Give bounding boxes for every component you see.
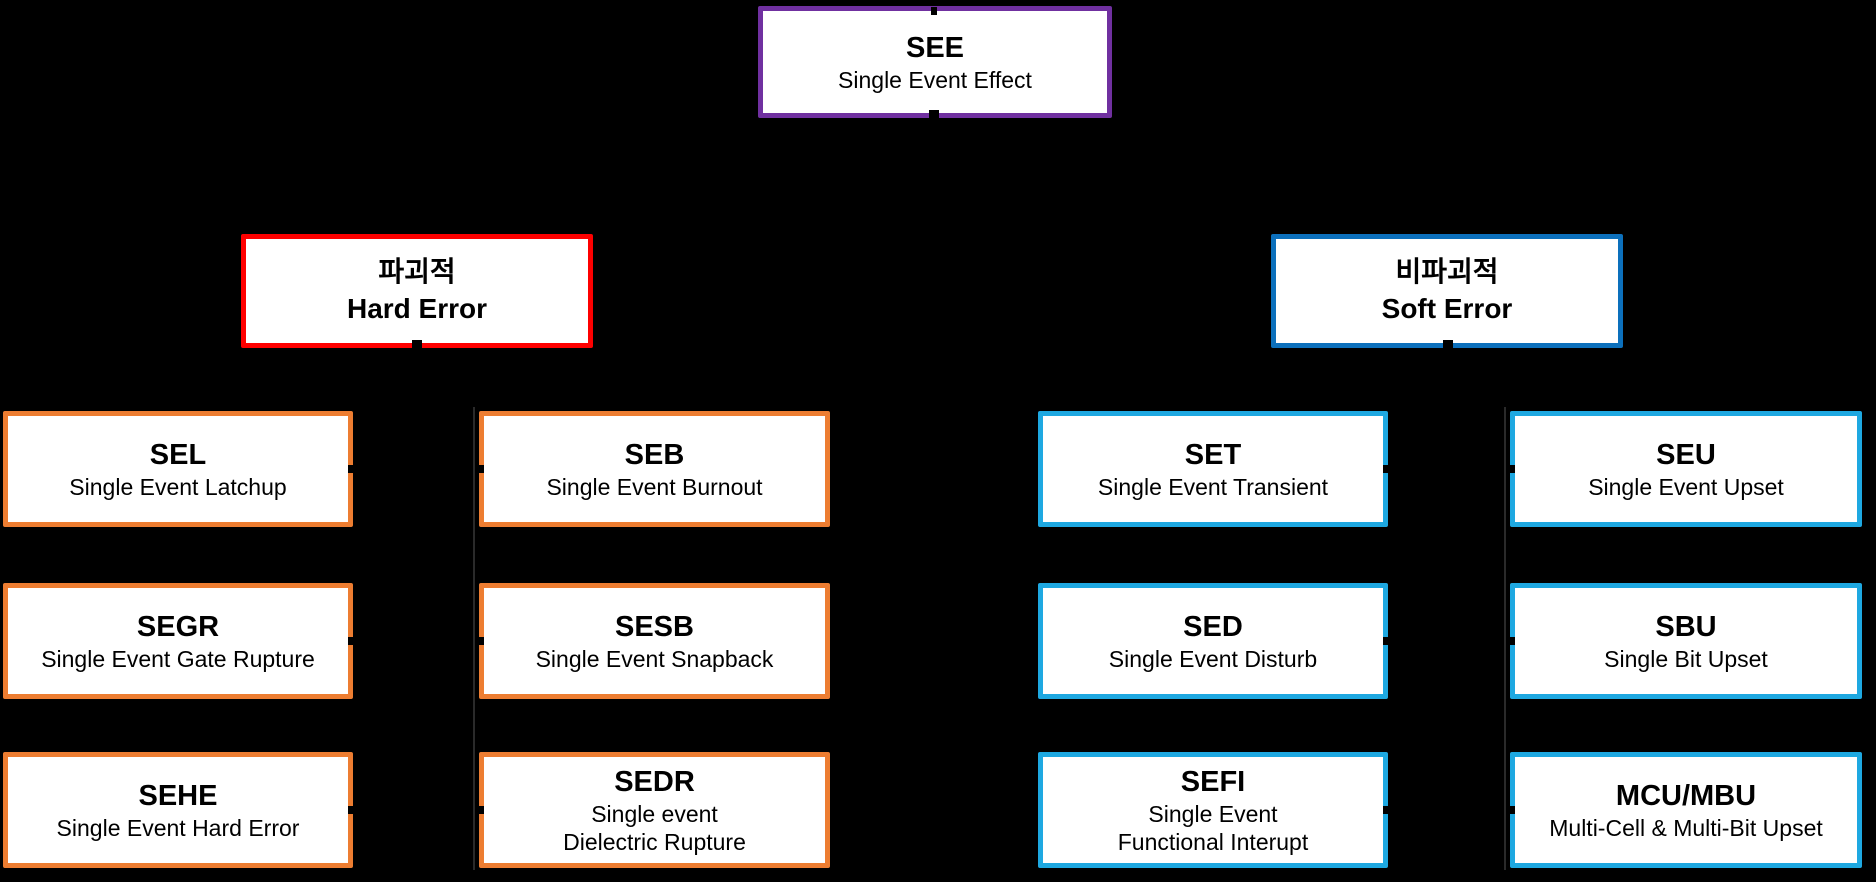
connector-trunk-line bbox=[473, 407, 475, 870]
node-sefi-subtitle-line2: Functional Interupt bbox=[1117, 829, 1309, 856]
node-sehe-title: SEHE bbox=[138, 779, 218, 812]
node-sedr-subtitle-line2: Dielectric Rupture bbox=[563, 829, 746, 856]
connector-stub bbox=[348, 465, 357, 473]
connector-stub bbox=[1506, 465, 1515, 473]
connector-stub bbox=[1383, 806, 1392, 814]
connector-stub bbox=[1383, 465, 1392, 473]
node-seb-subtitle: Single Event Burnout bbox=[546, 474, 763, 501]
node-mcu-mbu: MCU/MBU Multi-Cell & Multi-Bit Upset bbox=[1510, 752, 1862, 868]
node-sesb-subtitle: Single Event Snapback bbox=[535, 646, 774, 673]
node-sesb-title: SESB bbox=[615, 610, 694, 643]
node-sefi-title: SEFI bbox=[1180, 765, 1246, 798]
connector-stub bbox=[475, 637, 484, 645]
node-sehe-subtitle: Single Event Hard Error bbox=[56, 815, 300, 842]
connector-stub bbox=[475, 465, 484, 473]
node-seb-title: SEB bbox=[624, 438, 685, 471]
connector-stub bbox=[412, 340, 422, 349]
node-sbu-title: SBU bbox=[1655, 610, 1717, 643]
node-mcu-mbu-title: MCU/MBU bbox=[1615, 779, 1757, 812]
node-soft-error-title: Soft Error bbox=[1381, 293, 1513, 324]
connector-stub bbox=[348, 637, 357, 645]
node-sehe: SEHE Single Event Hard Error bbox=[3, 752, 353, 868]
node-sed-title: SED bbox=[1183, 610, 1243, 643]
node-sesb: SESB Single Event Snapback bbox=[479, 583, 830, 699]
node-set-title: SET bbox=[1184, 438, 1242, 471]
node-sbu-subtitle: Single Bit Upset bbox=[1604, 646, 1768, 673]
connector-stub bbox=[931, 7, 937, 15]
node-seu-title: SEU bbox=[1656, 438, 1716, 471]
node-sel-subtitle: Single Event Latchup bbox=[69, 474, 287, 501]
node-segr-subtitle: Single Event Gate Rupture bbox=[41, 646, 315, 673]
node-seu: SEU Single Event Upset bbox=[1510, 411, 1862, 527]
connector-stub bbox=[1506, 806, 1515, 814]
node-sed-subtitle: Single Event Disturb bbox=[1108, 646, 1318, 673]
node-sed: SED Single Event Disturb bbox=[1038, 583, 1388, 699]
connector-stub bbox=[1506, 637, 1515, 645]
connector-stub bbox=[929, 110, 939, 119]
node-sedr-title: SEDR bbox=[614, 765, 695, 798]
node-seb: SEB Single Event Burnout bbox=[479, 411, 830, 527]
node-hard-error-title-korean: 파괴적 bbox=[378, 256, 456, 288]
node-segr: SEGR Single Event Gate Rupture bbox=[3, 583, 353, 699]
node-see-subtitle: Single Event Effect bbox=[838, 67, 1032, 94]
node-hard-error-title: Hard Error bbox=[346, 293, 488, 324]
node-segr-title: SEGR bbox=[136, 610, 220, 643]
node-see: SEE Single Event Effect bbox=[758, 6, 1112, 118]
connector-stub bbox=[475, 806, 484, 814]
node-sel-title: SEL bbox=[149, 438, 207, 471]
node-sefi: SEFI Single Event Functional Interupt bbox=[1038, 752, 1388, 868]
node-sedr: SEDR Single event Dielectric Rupture bbox=[479, 752, 830, 868]
node-see-title: SEE bbox=[905, 31, 965, 64]
node-soft-error: 비파괴적 Soft Error bbox=[1271, 234, 1623, 348]
node-set: SET Single Event Transient bbox=[1038, 411, 1388, 527]
connector-stub bbox=[1443, 340, 1453, 349]
connector-stub bbox=[1383, 637, 1392, 645]
node-sbu: SBU Single Bit Upset bbox=[1510, 583, 1862, 699]
node-sefi-subtitle-line1: Single Event bbox=[1148, 801, 1278, 828]
connector-stub bbox=[348, 806, 357, 814]
node-sedr-subtitle-line1: Single event bbox=[591, 801, 718, 828]
node-hard-error: 파괴적 Hard Error bbox=[241, 234, 593, 348]
connector-trunk-line bbox=[1504, 407, 1506, 870]
node-sel: SEL Single Event Latchup bbox=[3, 411, 353, 527]
node-seu-subtitle: Single Event Upset bbox=[1588, 474, 1784, 501]
node-set-subtitle: Single Event Transient bbox=[1097, 474, 1329, 501]
node-soft-error-title-korean: 비파괴적 bbox=[1395, 256, 1499, 288]
node-mcu-mbu-subtitle: Multi-Cell & Multi-Bit Upset bbox=[1549, 815, 1823, 842]
